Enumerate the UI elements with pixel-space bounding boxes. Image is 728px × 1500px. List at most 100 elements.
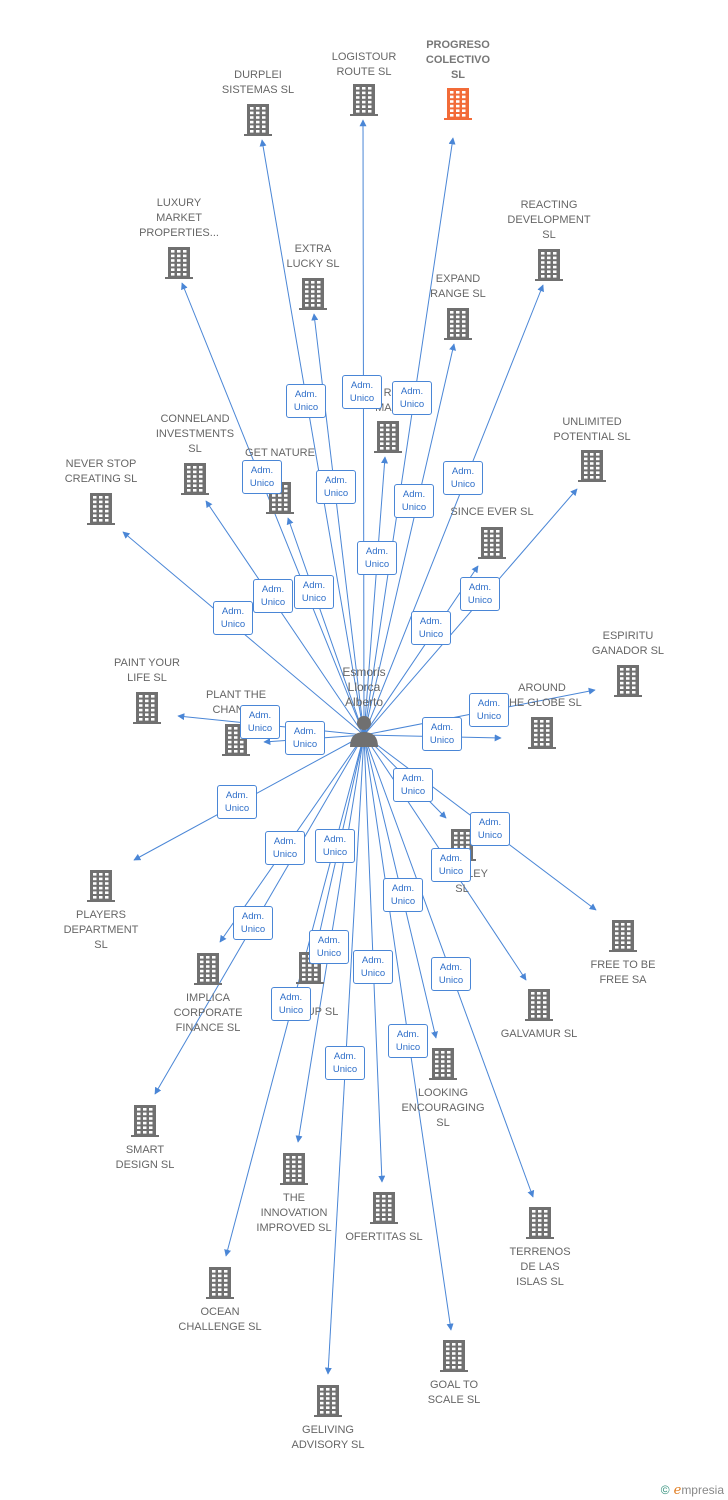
company-label-extra[interactable]: EXTRA LUCKY SL [286, 243, 340, 270]
role-badge: Adm.Unico [265, 831, 305, 865]
footer-brand: ©empresia [661, 1483, 724, 1498]
building-icon-hidden1[interactable] [374, 421, 402, 453]
role-badge: Adm.Unico [285, 721, 325, 755]
company-label-conneland[interactable]: CONNELAND INVESTMENTS SL [155, 413, 235, 455]
brand-initial: e [673, 1483, 682, 1498]
role-badge: Adm.Unico [443, 461, 483, 495]
building-icon-conneland[interactable] [181, 463, 209, 495]
role-badge: Adm.Unico [240, 705, 280, 739]
company-label-reacting[interactable]: REACTING DEVELOPMENT SL [507, 199, 591, 241]
role-badge: Adm.Unico [315, 829, 355, 863]
building-icon-ocean[interactable] [206, 1267, 234, 1299]
role-badge: Adm.Unico [460, 577, 500, 611]
edge-reacting [363, 284, 544, 736]
company-label-unlimited[interactable]: UNLIMITED POTENTIAL SL [553, 416, 631, 443]
role-badge: Adm.Unico [253, 579, 293, 613]
building-icon-smart[interactable] [131, 1105, 159, 1137]
company-label-looking[interactable]: LOOKING ENCOURAGING SL [401, 1087, 485, 1129]
role-badge: Adm.Unico [294, 575, 334, 609]
building-icon-durplei[interactable] [244, 104, 272, 136]
company-label-innovation[interactable]: THE INNOVATION IMPROVED SL [256, 1192, 332, 1234]
company-label-durplei[interactable]: DURPLEI SISTEMAS SL [221, 69, 295, 96]
edge-expand [363, 343, 456, 736]
company-label-terrenos[interactable]: TERRENOS DE LAS ISLAS SL [509, 1246, 571, 1288]
buildings-layer [87, 84, 642, 1417]
building-icon-innovation[interactable] [280, 1153, 308, 1185]
role-badge: Adm.Unico [242, 460, 282, 494]
company-label-progreso[interactable]: PROGRESO COLECTIVO SL [425, 39, 491, 81]
role-badge: Adm.Unico [411, 611, 451, 645]
role-badge: Adm.Unico [469, 693, 509, 727]
building-icon-looking[interactable] [429, 1048, 457, 1080]
role-badge: Adm.Unico [233, 906, 273, 940]
brand-name: mpresia [681, 1483, 724, 1497]
building-icon-sinceever[interactable] [478, 527, 506, 559]
building-icon-terrenos[interactable] [526, 1207, 554, 1239]
company-label-goal[interactable]: GOAL TO SCALE SL [427, 1379, 481, 1406]
building-icon-goal[interactable] [440, 1340, 468, 1372]
edge-durplei [259, 139, 365, 736]
company-label-ocean[interactable]: OCEAN CHALLENGE SL [178, 1306, 262, 1333]
building-icon-paint[interactable] [133, 692, 161, 724]
role-badge: Adm.Unico [325, 1046, 365, 1080]
edge-getnature [286, 517, 365, 736]
company-label-players[interactable]: PLAYERS DEPARTMENT SL [63, 909, 139, 951]
company-label-implica[interactable]: IMPLICA CORPORATE FINANCE SL [173, 992, 243, 1034]
edge-conneland [205, 500, 365, 736]
edge-logistour [359, 119, 367, 736]
company-label-freetobe[interactable]: FREE TO BE FREE SA [590, 959, 656, 986]
building-icon-espiritu[interactable] [614, 665, 642, 697]
building-icon-ofertitas[interactable] [370, 1192, 398, 1224]
role-badge: Adm.Unico [393, 768, 433, 802]
building-icon-progreso[interactable] [444, 88, 472, 120]
company-label-getnature[interactable]: GET NATURE [245, 447, 315, 459]
role-badge: Adm.Unico [431, 957, 471, 991]
role-badge: Adm.Unico [422, 717, 462, 751]
building-icon-luxury[interactable] [165, 247, 193, 279]
company-label-expand[interactable]: EXPAND RANGE SL [430, 273, 486, 300]
center-person-name[interactable]: Esmoris Llorca Alberto [342, 665, 386, 709]
building-icon-extra[interactable] [299, 278, 327, 310]
building-icon-neverstop[interactable] [87, 493, 115, 525]
edge-hidden1 [363, 456, 389, 736]
company-label-sinceever[interactable]: SINCE EVER SL [450, 506, 534, 518]
company-label-smart[interactable]: SMART DESIGN SL [115, 1144, 175, 1171]
edge-unlimited [363, 488, 578, 736]
company-label-ofertitas[interactable]: OFERTITAS SL [345, 1231, 423, 1243]
role-badge: Adm.Unico [392, 381, 432, 415]
building-icon-around[interactable] [528, 717, 556, 749]
role-badge: Adm.Unico [316, 470, 356, 504]
role-badge: Adm.Unico [217, 785, 257, 819]
building-icon-freetobe[interactable] [609, 920, 637, 952]
role-badge: Adm.Unico [286, 384, 326, 418]
role-badge: Adm.Unico [271, 987, 311, 1021]
role-badge: Adm.Unico [431, 848, 471, 882]
role-badge: Adm.Unico [342, 375, 382, 409]
role-badge: Adm.Unico [213, 601, 253, 635]
building-icon-reacting[interactable] [535, 249, 563, 281]
role-badge: Adm.Unico [383, 878, 423, 912]
role-badge: Adm.Unico [394, 484, 434, 518]
company-label-geliving[interactable]: GELIVING ADVISORY SL [291, 1424, 365, 1451]
building-icon-logistour[interactable] [350, 84, 378, 116]
building-icon-implica[interactable] [194, 953, 222, 985]
role-badge: Adm.Unico [357, 541, 397, 575]
edge-sinceever [363, 565, 479, 736]
building-icon-unlimited[interactable] [578, 450, 606, 482]
building-icon-expand[interactable] [444, 308, 472, 340]
role-badge: Adm.Unico [470, 812, 510, 846]
building-icon-players[interactable] [87, 870, 115, 902]
company-label-luxury[interactable]: LUXURY MARKET PROPERTIES... [139, 197, 219, 239]
company-label-logistour[interactable]: LOGISTOUR ROUTE SL [331, 51, 397, 78]
building-icon-galvamur[interactable] [525, 989, 553, 1021]
person-icon [350, 716, 378, 747]
company-label-neverstop[interactable]: NEVER STOP CREATING SL [64, 458, 138, 485]
copyright-symbol: © [660, 1483, 670, 1497]
role-badge: Adm.Unico [388, 1024, 428, 1058]
company-label-paint[interactable]: PAINT YOUR LIFE SL [113, 657, 181, 684]
company-label-espiritu[interactable]: ESPIRITU GANADOR SL [591, 630, 665, 657]
company-label-galvamur[interactable]: GALVAMUR SL [500, 1028, 578, 1040]
role-badge: Adm.Unico [353, 950, 393, 984]
building-icon-geliving[interactable] [314, 1385, 342, 1417]
